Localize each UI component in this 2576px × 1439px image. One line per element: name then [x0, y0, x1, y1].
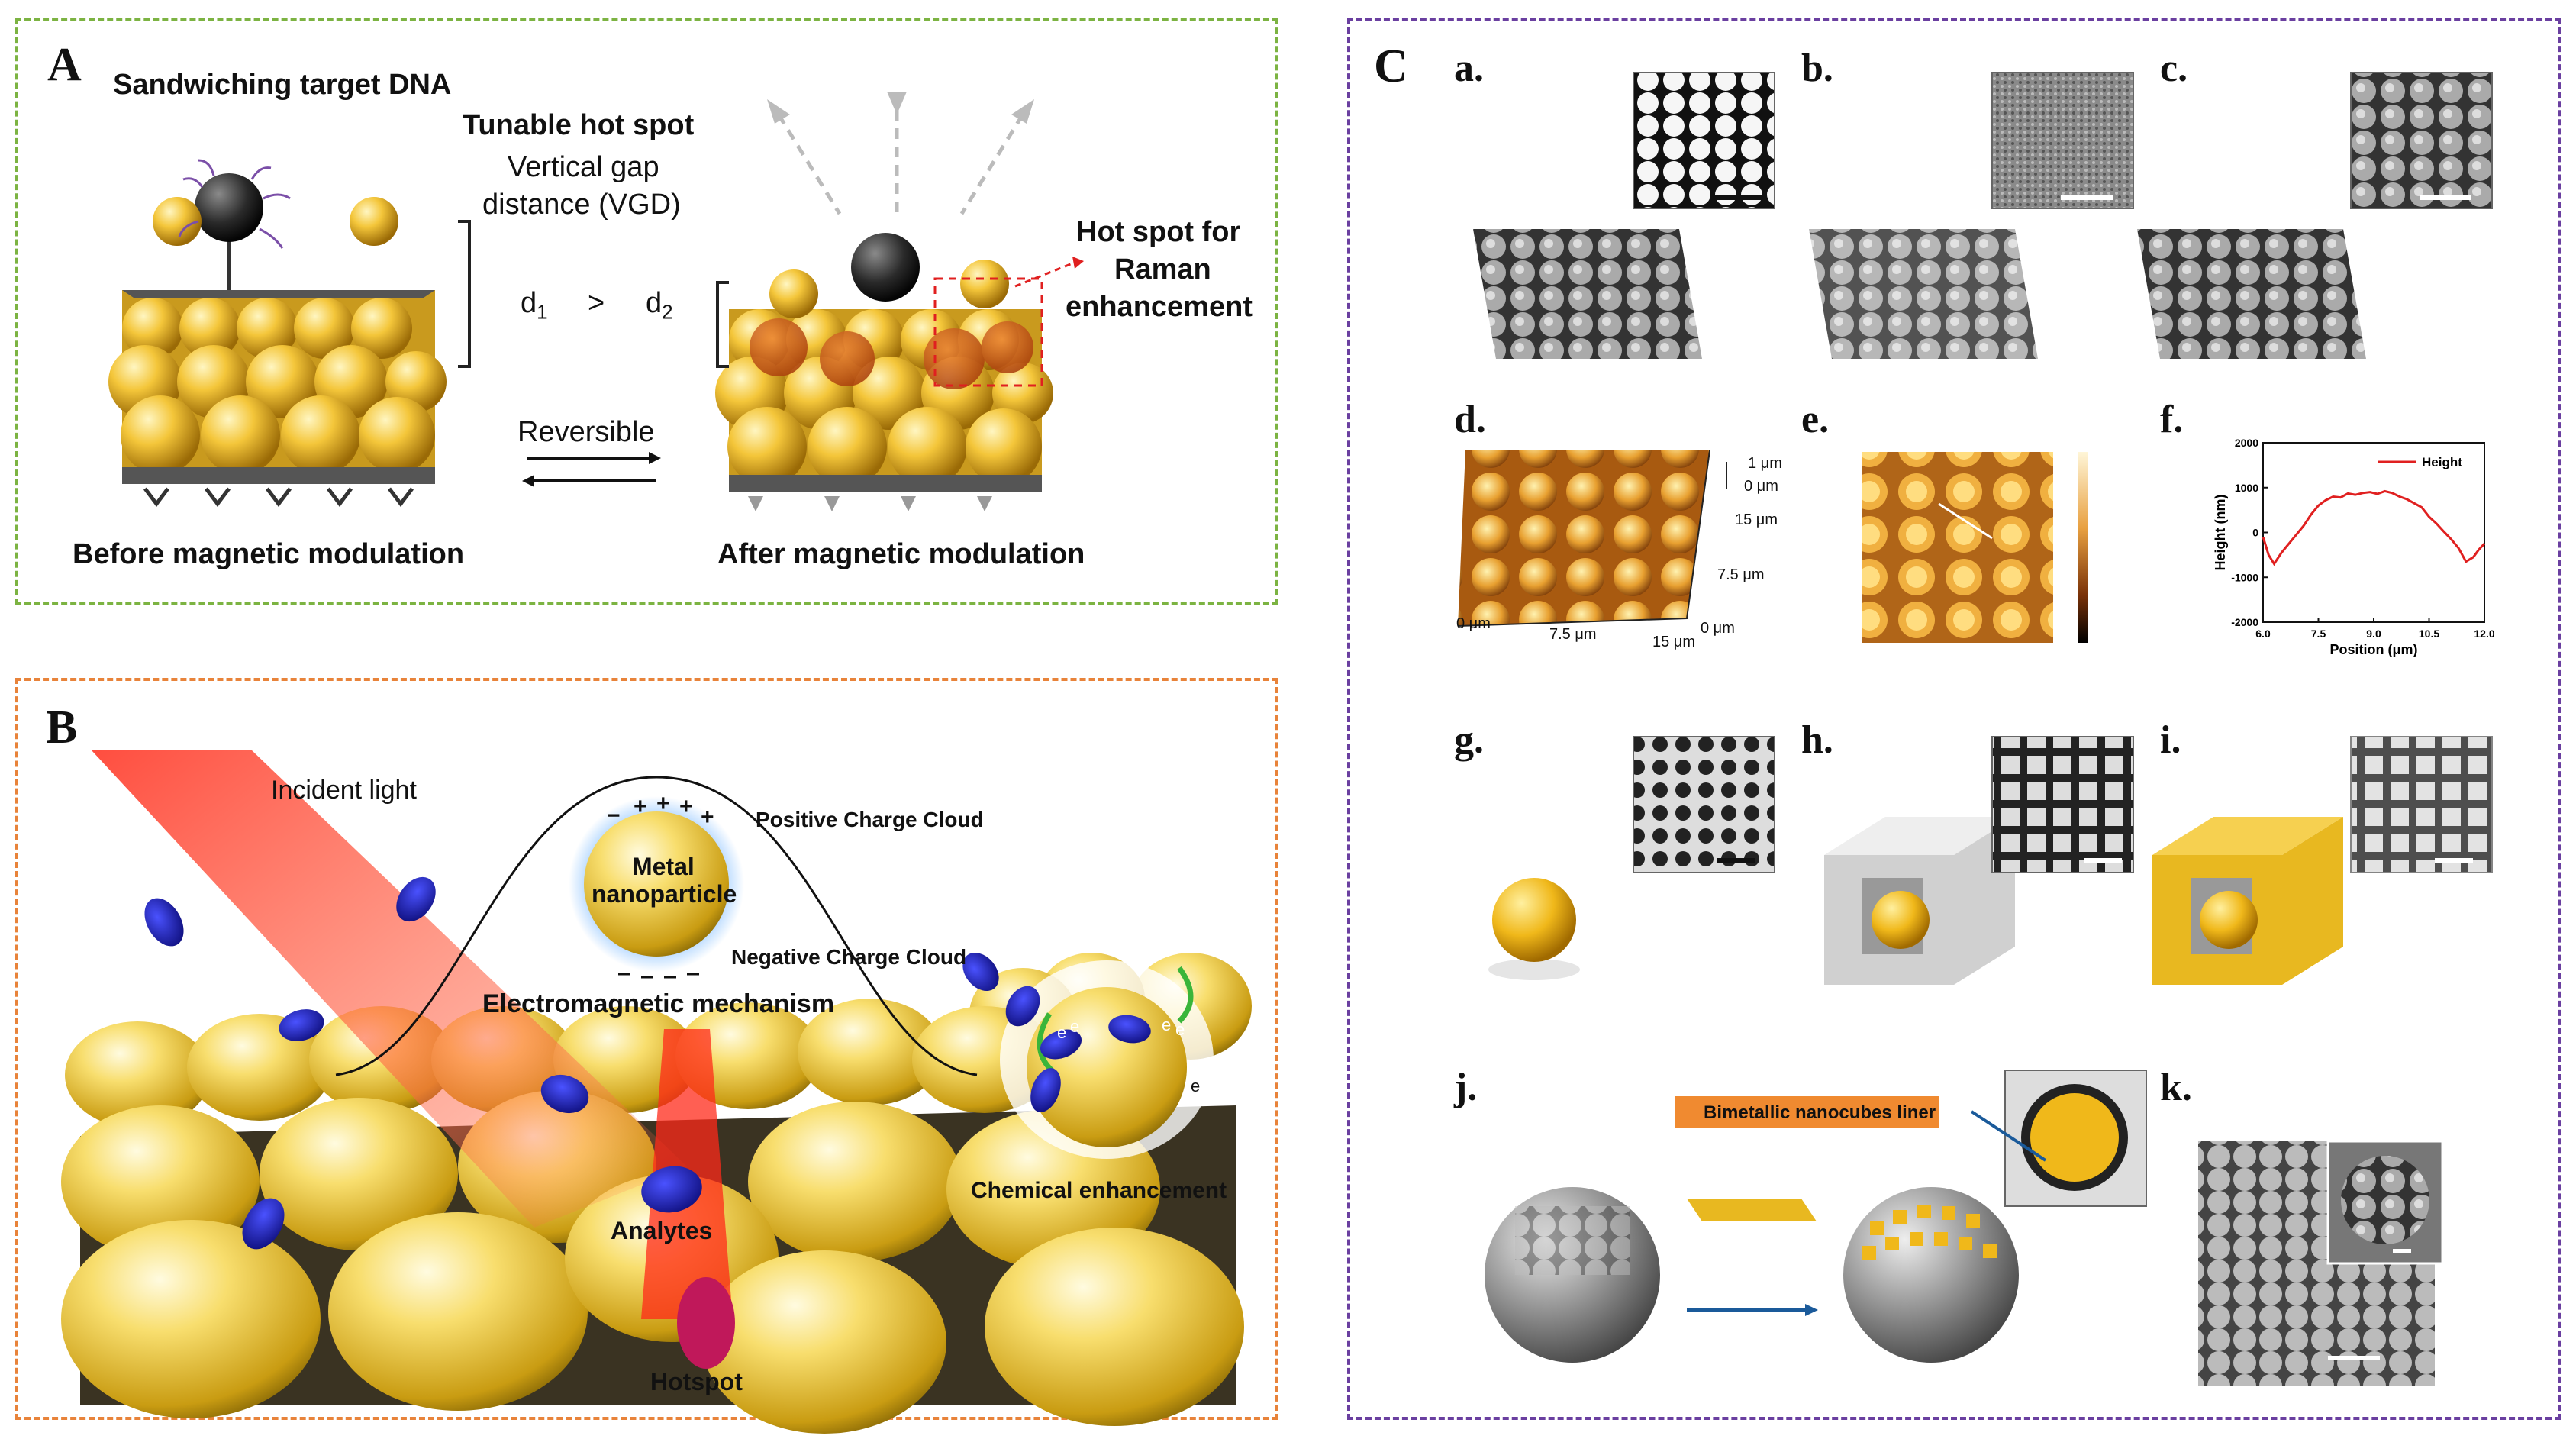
- positive-cloud-label: Positive Charge Cloud: [756, 808, 984, 831]
- afm-2d-map: [1862, 452, 2088, 643]
- afm-y-mid: 7.5 μm: [1717, 566, 1765, 583]
- sem-k: [2198, 1140, 2444, 1386]
- sublabel-j: j.: [1454, 1066, 1478, 1109]
- x-axis-label: Position (μm): [2329, 642, 2417, 657]
- y-axis-label: Height (nm): [2213, 495, 2228, 571]
- legend-label: Height: [2422, 455, 2462, 469]
- x-tick-label: 9.0: [2366, 628, 2381, 640]
- analytes-label: Analytes: [611, 1217, 713, 1244]
- y-tick-label: -1000: [2231, 571, 2258, 583]
- left-substrate: [108, 159, 447, 508]
- x-tick-label: 6.0: [2255, 628, 2271, 640]
- negative-cloud-label: Negative Charge Cloud: [731, 945, 967, 969]
- afm-y-bottom: 0 μm: [1701, 620, 1735, 637]
- electron-label: e: [1175, 1020, 1185, 1039]
- sublabel-c: c.: [2160, 47, 2188, 90]
- before-label: Before magnetic modulation: [73, 538, 465, 570]
- sublabel-k: k.: [2160, 1066, 2192, 1109]
- chemical-enhancement-label: Chemical enhancement: [971, 1178, 1227, 1203]
- panel-a-letter: A: [47, 39, 82, 91]
- vgd-line2: distance (VGD): [482, 189, 681, 221]
- vgd-line1: Vertical gap: [508, 151, 659, 183]
- raman-line2: Raman: [1114, 253, 1211, 286]
- panel-a-title: Sandwiching target DNA: [113, 69, 452, 101]
- sublabel-d: d.: [1454, 398, 1486, 441]
- height-profile-chart: 6.0 7.5 9.0 10.5 12.0 2000 1000 0 -1000 -2000Posi…: [2213, 437, 2495, 657]
- electron-label: e: [1162, 1015, 1172, 1034]
- hot-spot-title: Tunable hot spot: [463, 109, 695, 141]
- sublabel-b: b.: [1801, 47, 1833, 90]
- svg-text:−: −: [607, 803, 621, 828]
- right-substrate: [715, 233, 1084, 511]
- plot-frame: [2262, 442, 2485, 623]
- panel-c: [1347, 18, 2561, 1420]
- sublabel-i: i.: [2160, 718, 2181, 762]
- panel-a-illustration: [108, 92, 1084, 511]
- electron-label: e: [1191, 1076, 1201, 1095]
- svg-text:+: +: [679, 794, 693, 819]
- svg-text:+: +: [634, 794, 647, 819]
- raman-line1: Hot spot for: [1076, 216, 1241, 248]
- y-tick-label: 0: [2252, 527, 2258, 539]
- x-tick-label: 7.5: [2311, 628, 2326, 640]
- afm-x-right: 15 μm: [1652, 634, 1695, 650]
- reversible-label: Reversible: [517, 416, 655, 448]
- array-b: [1809, 72, 2134, 359]
- incident-light-label: Incident light: [271, 776, 417, 805]
- greater-than: >: [588, 287, 605, 319]
- d1-label: d1: [521, 287, 548, 324]
- array-c: [2137, 72, 2493, 359]
- sublabel-g: g.: [1454, 718, 1484, 762]
- em-mechanism-label: Electromagnetic mechanism: [482, 989, 835, 1018]
- sublabel-a: a.: [1454, 47, 1484, 90]
- x-tick-label: 12.0: [2474, 628, 2494, 640]
- electron-label: e: [1057, 1023, 1067, 1042]
- height-series-line: [2262, 489, 2486, 566]
- afm-y-top: 15 μm: [1735, 511, 1778, 528]
- y-tick-label: 1000: [2235, 482, 2258, 494]
- panel-b-illustration: −++++: [61, 750, 1252, 1434]
- svg-text:+: +: [701, 805, 714, 830]
- metal-np-line2: nanoparticle: [592, 880, 737, 908]
- y-tick-label: 2000: [2235, 437, 2258, 449]
- svg-text:+: +: [656, 791, 670, 816]
- sublabel-f: f.: [2160, 398, 2184, 441]
- panel-b: [15, 678, 1278, 1420]
- nanosphere-g: [1488, 736, 1775, 980]
- afm-z-top: 1 μm: [1748, 455, 1782, 472]
- afm-z-bottom: 0 μm: [1744, 478, 1778, 495]
- panel-c-letter: C: [1374, 40, 1408, 92]
- afm-x-mid: 7.5 μm: [1549, 626, 1597, 643]
- assembly-j: [1485, 1070, 2147, 1363]
- cube-h: [1824, 736, 2134, 985]
- panel-a: [15, 18, 1278, 605]
- hotspot-label: Hotspot: [650, 1368, 743, 1395]
- raman-line3: enhancement: [1066, 291, 1253, 323]
- electron-label: e: [1070, 1017, 1080, 1036]
- liner-label: Bimetallic nanocubes liner: [1704, 1102, 1936, 1123]
- x-tick-label: 10.5: [2419, 628, 2439, 640]
- panel-b-letter: B: [46, 702, 78, 753]
- sublabel-e: e.: [1801, 398, 1830, 441]
- afm-x-left: 0 μm: [1456, 615, 1491, 632]
- y-tick-label: -2000: [2231, 616, 2258, 628]
- cube-i: [2152, 736, 2493, 985]
- metal-np-line1: Metal: [632, 853, 695, 880]
- after-label: After magnetic modulation: [717, 538, 1085, 570]
- d2-label: d2: [646, 287, 673, 324]
- afm-3d-surface: [1457, 450, 1727, 627]
- array-a: [1473, 72, 1775, 359]
- sublabel-h: h.: [1801, 718, 1833, 762]
